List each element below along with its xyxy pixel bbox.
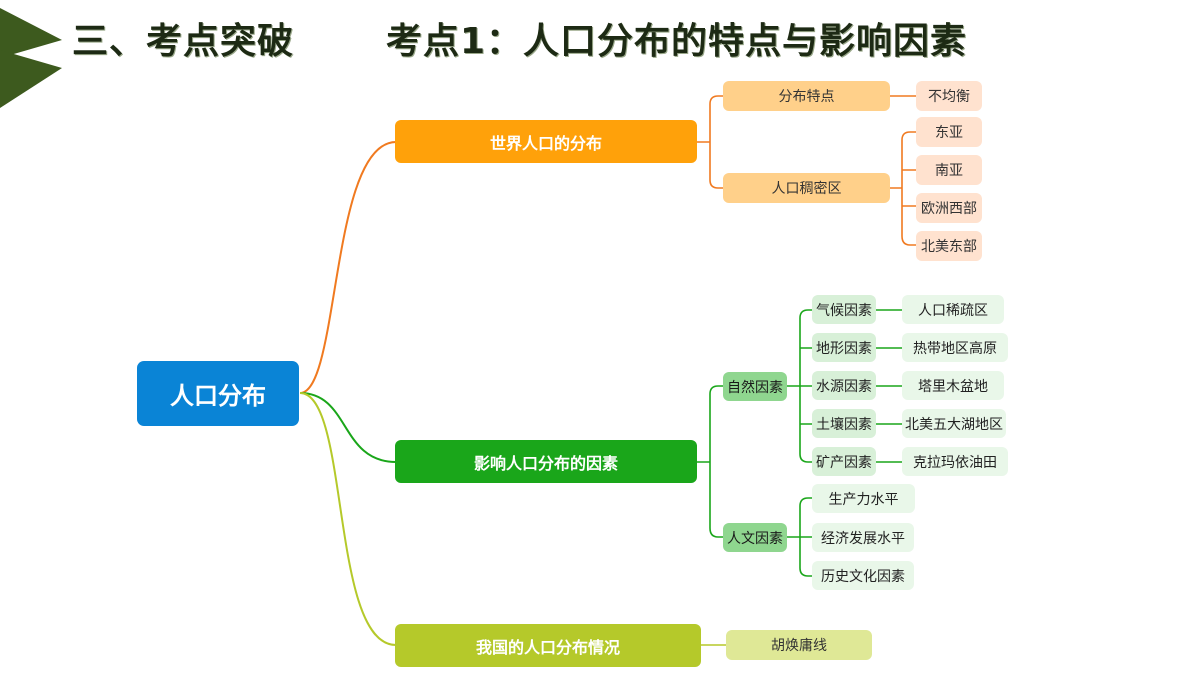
node-hu-line[interactable]: 胡焕庸线 <box>726 630 872 660</box>
node-world-distribution[interactable]: 世界人口的分布 <box>395 120 697 163</box>
node-distribution-features[interactable]: 分布特点 <box>723 81 890 111</box>
node-region-south-asia[interactable]: 南亚 <box>916 155 982 185</box>
node-natural-factors[interactable]: 自然因素 <box>723 372 787 401</box>
topic-title: 考点1：人口分布的特点与影响因素 <box>386 21 968 62</box>
connector-factors <box>299 392 397 463</box>
node-example-great-lakes[interactable]: 北美五大湖地区 <box>902 409 1006 438</box>
root-node[interactable]: 人口分布 <box>137 361 299 426</box>
connector-human-items <box>786 497 812 577</box>
corner-chevron-icon <box>0 8 62 108</box>
node-region-eastern-north-america[interactable]: 北美东部 <box>916 231 982 261</box>
node-human-factors[interactable]: 人文因素 <box>723 523 787 552</box>
node-example-plateau[interactable]: 热带地区高原 <box>902 333 1008 362</box>
section-title: 三、考点突破 <box>72 21 295 62</box>
connector-world <box>299 141 397 394</box>
node-example-karamay[interactable]: 克拉玛依油田 <box>902 447 1008 476</box>
node-history-culture[interactable]: 历史文化因素 <box>812 561 914 590</box>
node-dense-areas[interactable]: 人口稠密区 <box>723 173 890 203</box>
node-influencing-factors[interactable]: 影响人口分布的因素 <box>395 440 697 483</box>
connector-dense-regions <box>890 131 916 246</box>
node-region-western-europe[interactable]: 欧洲西部 <box>916 193 982 223</box>
connector-natural-items <box>786 309 812 463</box>
connector-world-children <box>696 95 724 189</box>
node-uneven[interactable]: 不均衡 <box>916 81 982 111</box>
node-water-factor[interactable]: 水源因素 <box>812 371 876 400</box>
node-terrain-factor[interactable]: 地形因素 <box>812 333 876 362</box>
node-china-distribution[interactable]: 我国的人口分布情况 <box>395 624 701 667</box>
node-example-sparse[interactable]: 人口稀疏区 <box>902 295 1004 324</box>
connector-natural-examples <box>876 309 902 463</box>
node-soil-factor[interactable]: 土壤因素 <box>812 409 876 438</box>
node-example-tarim[interactable]: 塔里木盆地 <box>902 371 1004 400</box>
node-productivity[interactable]: 生产力水平 <box>812 484 915 513</box>
connector-china <box>299 392 397 646</box>
connector-factors-children <box>696 385 724 538</box>
node-mineral-factor[interactable]: 矿产因素 <box>812 447 876 476</box>
node-climate-factor[interactable]: 气候因素 <box>812 295 876 324</box>
node-economic-level[interactable]: 经济发展水平 <box>812 523 914 552</box>
node-region-east-asia[interactable]: 东亚 <box>916 117 982 147</box>
